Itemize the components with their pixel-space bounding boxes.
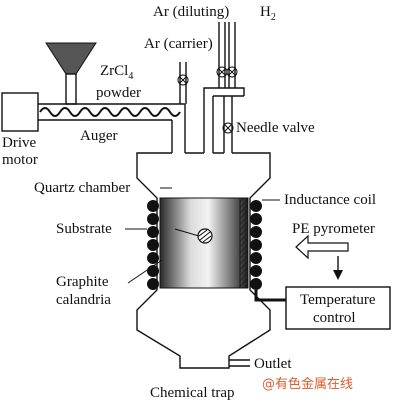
pyrometer-arrow — [295, 234, 349, 260]
leader-lines — [125, 187, 280, 284]
label-needle-valve: Needle valve — [236, 120, 315, 136]
pyrometer-to-control-arrowhead — [333, 270, 343, 280]
feed-downpipe — [171, 104, 186, 153]
label-ar-carrier: Ar (carrier) — [144, 36, 213, 52]
control-wire — [254, 290, 286, 302]
watermark: @有色金属在线 — [262, 376, 353, 392]
label-pe-pyrometer: PE pyrometer — [292, 221, 375, 237]
label-zrcl4: ZrCl4 — [100, 63, 133, 82]
label-ar-diluting: Ar (diluting) — [153, 4, 229, 20]
label-h2: H2 — [260, 4, 276, 23]
label-calandria: calandria — [56, 292, 111, 308]
label-temperature: Temperature — [300, 292, 376, 308]
substrate — [197, 228, 213, 244]
drive-motor-box — [1, 92, 39, 132]
temperature-control-box — [285, 286, 391, 330]
inductance-coil-right — [250, 200, 262, 290]
powder-hopper — [45, 42, 97, 105]
label-quartz-chamber: Quartz chamber — [34, 180, 130, 196]
quartz-chamber — [136, 152, 271, 369]
label-auger: Auger — [80, 128, 118, 144]
valve-ar-carrier — [177, 74, 189, 86]
label-substrate: Substrate — [56, 221, 112, 237]
label-drive: Drive — [2, 135, 36, 151]
calandria-wall-right — [239, 197, 249, 289]
outlet-tube — [229, 359, 250, 367]
label-outlet: Outlet — [254, 356, 292, 372]
auger-tube — [38, 103, 185, 121]
label-inductance-coil: Inductance coil — [284, 192, 376, 208]
auger-screw — [39, 107, 181, 117]
label-control: control — [313, 310, 356, 326]
label-powder: powder — [96, 85, 141, 101]
label-chemical-trap: Chemical trap — [150, 385, 235, 401]
needle-valve — [222, 122, 234, 134]
ar-carrier-line — [179, 62, 187, 104]
label-motor: motor — [2, 152, 38, 168]
label-graphite: Graphite — [56, 274, 109, 290]
valve-h2 — [226, 66, 238, 78]
